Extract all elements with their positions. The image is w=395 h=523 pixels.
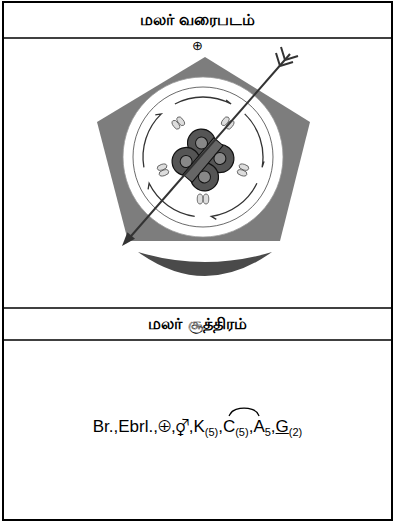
table-rule	[3, 307, 392, 309]
header-text: மலர் வரைபடம்	[140, 11, 256, 29]
bract	[138, 252, 272, 276]
table-frame	[3, 2, 392, 520]
formula-subscript: (2)	[289, 427, 302, 438]
header-cell: மலர் சூத்திரம்	[3, 308, 392, 340]
formula-subscript: (5)	[235, 427, 248, 438]
formula-symbol: ,	[249, 418, 254, 435]
formula-symbol: A	[253, 418, 264, 435]
oblique-arrow	[122, 47, 298, 246]
table-rule	[3, 339, 392, 341]
symmetry-symbol: ⊕	[0, 39, 395, 52]
formula-subscript: 5	[265, 427, 271, 438]
floral-formula: Br.,Ebrl.,⊕,⚥,K(5),C(5),A5,G(2)	[3, 418, 392, 435]
formula-symbol: K	[193, 418, 204, 435]
calyx-pentagon	[97, 57, 310, 241]
formula-subscript: (5)	[205, 427, 218, 438]
formula-symbol: ,	[218, 418, 223, 435]
header-cell: மலர் வரைபடம்	[3, 2, 392, 38]
formula-symbol: Br.,	[93, 418, 119, 435]
formula-symbol: ⚥,	[176, 418, 194, 435]
corolla-ring	[133, 87, 273, 227]
formula-symbol: Ebrl.,	[118, 418, 158, 435]
flower-disc	[123, 77, 283, 237]
formula-symbol: ,	[271, 418, 276, 435]
adnation-arc	[229, 408, 259, 416]
formula-symbol: G	[276, 418, 289, 435]
ovary	[166, 123, 239, 196]
formula-symbol: C	[223, 418, 235, 435]
header-text: மலர் சூத்திரம்	[148, 315, 247, 333]
formula-symbol: ⊕,	[158, 418, 176, 435]
